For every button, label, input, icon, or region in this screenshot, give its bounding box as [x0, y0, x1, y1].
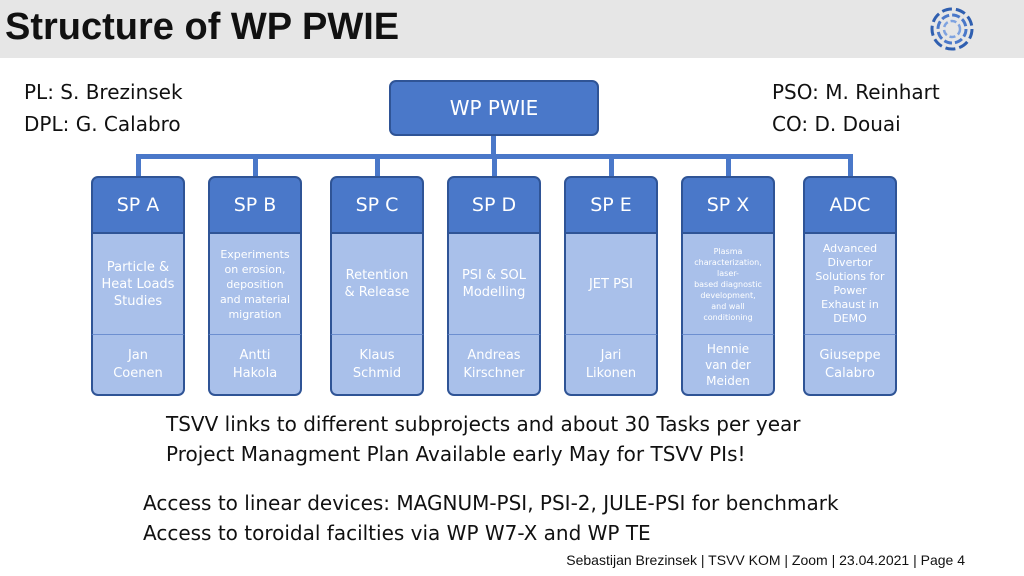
note-line: Project Managment Plan Available early M… — [166, 442, 746, 466]
subproject-leader: Hennie van der Meiden — [681, 334, 775, 396]
connector-drop — [848, 154, 853, 178]
subproject-description: Experiments on erosion, deposition and m… — [208, 234, 302, 334]
tsvv-notes: TSVV links to different subprojects and … — [166, 409, 801, 469]
pso-line: PSO: M. Reinhart — [772, 80, 940, 104]
slide-footer: Sebastijan Brezinsek | TSVV KOM | Zoom |… — [566, 552, 965, 568]
access-notes: Access to linear devices: MAGNUM-PSI, PS… — [143, 488, 839, 548]
subproject-name: ADC — [803, 176, 897, 234]
note-line: Access to linear devices: MAGNUM-PSI, PS… — [143, 491, 839, 515]
subproject-sp-a: SP A Particle & Heat Loads Studies Jan C… — [91, 176, 185, 396]
subproject-name: SP X — [681, 176, 775, 234]
subproject-sp-x: SP X Plasma characterization, laser- bas… — [681, 176, 775, 396]
project-officers: PSO: M. Reinhart CO: D. Douai — [772, 76, 940, 140]
pl-line: PL: S. Brezinsek — [24, 80, 183, 104]
connector-drop — [136, 154, 141, 178]
logo-icon — [930, 7, 974, 51]
subproject-description: Particle & Heat Loads Studies — [91, 234, 185, 334]
subproject-sp-b: SP B Experiments on erosion, deposition … — [208, 176, 302, 396]
subproject-name: SP E — [564, 176, 658, 234]
subproject-sp-d: SP D PSI & SOL Modelling Andreas Kirschn… — [447, 176, 541, 396]
subproject-name: SP B — [208, 176, 302, 234]
connector-vertical — [491, 136, 496, 156]
subproject-leader: Klaus Schmid — [330, 334, 424, 396]
connector-drop — [375, 154, 380, 178]
connector-drop — [253, 154, 258, 178]
subproject-description: Plasma characterization, laser- based di… — [681, 234, 775, 334]
subproject-sp-e: SP E JET PSI Jari Likonen — [564, 176, 658, 396]
subproject-leader: Jan Coenen — [91, 334, 185, 396]
subproject-description: Retention & Release — [330, 234, 424, 334]
subproject-adc: ADC Advanced Divertor Solutions for Powe… — [803, 176, 897, 396]
project-leaders: PL: S. Brezinsek DPL: G. Calabro — [24, 76, 183, 140]
connector-drop — [492, 154, 497, 178]
subproject-description: PSI & SOL Modelling — [447, 234, 541, 334]
note-line: TSVV links to different subprojects and … — [166, 412, 801, 436]
subproject-leader: Antti Hakola — [208, 334, 302, 396]
subproject-description: JET PSI — [564, 234, 658, 334]
subproject-description: Advanced Divertor Solutions for Power Ex… — [803, 234, 897, 334]
connector-drop — [726, 154, 731, 178]
subproject-leader: Jari Likonen — [564, 334, 658, 396]
title-bar: Structure of WP PWIE — [0, 0, 1024, 58]
wp-pwie-box: WP PWIE — [389, 80, 599, 136]
dpl-line: DPL: G. Calabro — [24, 112, 181, 136]
connector-drop — [609, 154, 614, 178]
subproject-sp-c: SP C Retention & Release Klaus Schmid — [330, 176, 424, 396]
subproject-name: SP C — [330, 176, 424, 234]
subproject-name: SP D — [447, 176, 541, 234]
subproject-name: SP A — [91, 176, 185, 234]
subproject-leader: Andreas Kirschner — [447, 334, 541, 396]
subproject-leader: Giuseppe Calabro — [803, 334, 897, 396]
co-line: CO: D. Douai — [772, 112, 901, 136]
slide-title: Structure of WP PWIE — [5, 6, 400, 48]
note-line: Access to toroidal facilties via WP W7-X… — [143, 521, 651, 545]
